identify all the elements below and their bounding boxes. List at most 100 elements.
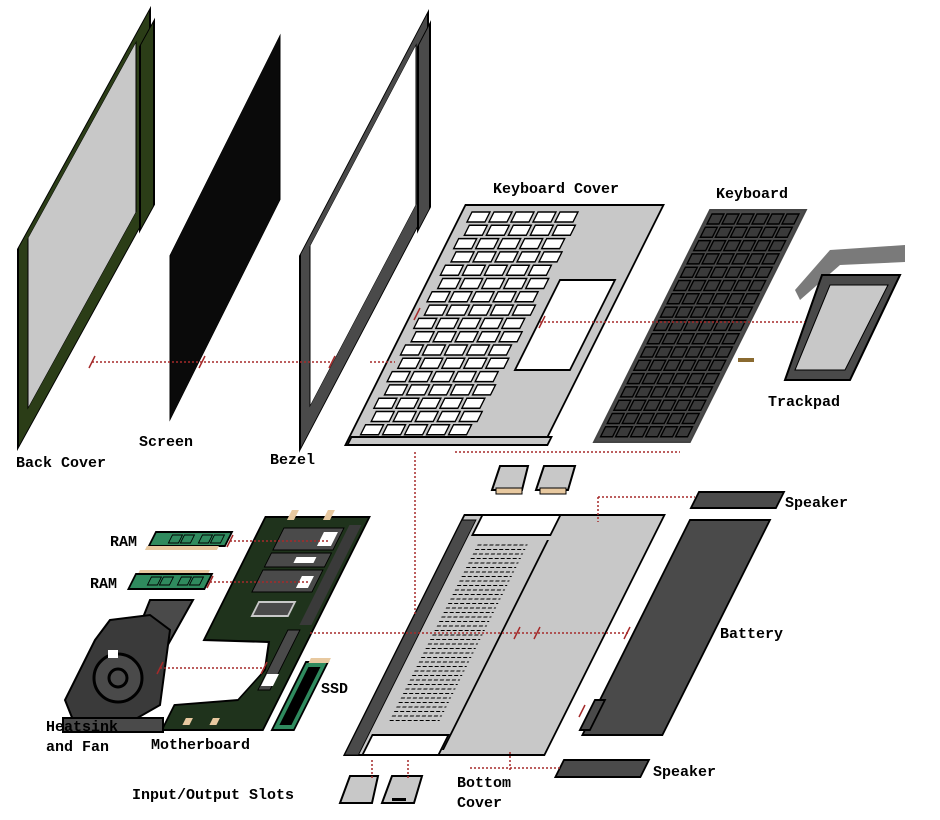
key: [463, 224, 489, 237]
screen-panel: [169, 33, 281, 422]
io-slot: [490, 465, 530, 495]
key: [677, 359, 697, 372]
fan-icon: [92, 652, 144, 704]
key: [700, 253, 721, 265]
key: [654, 346, 674, 358]
key: [527, 264, 553, 276]
key: [657, 399, 677, 411]
key: [497, 330, 524, 343]
key: [421, 344, 447, 356]
key: [732, 279, 752, 292]
key: [692, 239, 712, 252]
key: [639, 346, 659, 358]
key: [621, 412, 641, 425]
key: [681, 412, 701, 425]
key: [687, 279, 707, 292]
key: [540, 237, 566, 250]
key: [531, 211, 558, 223]
speaker-top: [689, 491, 786, 509]
key: [469, 291, 496, 303]
key: [719, 306, 739, 318]
label-io-slots: Input/Output Slots: [132, 787, 294, 804]
key: [629, 426, 649, 438]
key: [551, 224, 577, 237]
key: [642, 399, 662, 411]
key: [500, 317, 526, 330]
key: [423, 304, 449, 316]
key: [659, 306, 679, 318]
key: [381, 424, 407, 436]
key: [489, 304, 515, 316]
motherboard: [160, 510, 371, 731]
bottom-cover: [342, 514, 666, 756]
key: [599, 426, 619, 438]
key: [651, 412, 671, 425]
key: [612, 399, 632, 411]
key: [487, 211, 514, 223]
key: [641, 372, 661, 385]
key: [692, 359, 712, 372]
key: [511, 304, 537, 316]
back-cover: [17, 5, 155, 452]
key: [461, 264, 487, 276]
label-heatsink: Heatsink: [46, 719, 118, 736]
key: [690, 332, 711, 345]
key: [739, 266, 759, 278]
key: [710, 293, 731, 305]
key: [660, 332, 681, 345]
key: [665, 293, 686, 305]
ssd: [270, 658, 331, 731]
key: [425, 424, 451, 436]
key: [725, 293, 746, 305]
key: [485, 224, 511, 237]
key: [416, 397, 442, 409]
trackpad-opening: [513, 279, 617, 371]
key: [720, 332, 741, 345]
key: [632, 359, 652, 372]
key: [452, 370, 478, 383]
label-speaker-top: Speaker: [785, 495, 848, 512]
label-trackpad: Trackpad: [768, 394, 840, 411]
label-keyboard-cover: Keyboard Cover: [493, 181, 619, 198]
key: [513, 291, 540, 303]
key: [614, 426, 634, 438]
key: [702, 279, 722, 292]
key: [452, 237, 478, 250]
key: [705, 332, 726, 345]
key: [412, 317, 438, 330]
key: [465, 344, 491, 356]
io-slot: [380, 775, 424, 804]
key: [443, 344, 469, 356]
key: [483, 264, 509, 276]
key: [515, 251, 542, 263]
key: [509, 211, 536, 223]
key: [462, 357, 488, 370]
key: [649, 386, 669, 398]
key: [662, 359, 682, 372]
key: [674, 306, 694, 318]
key: [439, 264, 465, 276]
key: [667, 319, 687, 332]
key: [409, 330, 436, 343]
label-battery: Battery: [720, 626, 783, 643]
bezel: [299, 8, 431, 453]
key: [399, 344, 425, 356]
battery: [578, 519, 772, 736]
key: [606, 412, 626, 425]
key: [679, 266, 699, 278]
key: [730, 253, 751, 265]
key: [695, 293, 716, 305]
trackpad-cable: [795, 245, 905, 300]
key: [672, 399, 692, 411]
key: [484, 357, 510, 370]
leader-lines: [88, 307, 805, 778]
key: [414, 410, 440, 423]
key: [449, 384, 475, 396]
key: [674, 426, 694, 438]
key: [685, 253, 706, 265]
key: [754, 266, 774, 278]
key: [458, 410, 484, 423]
label-motherboard: Motherboard: [151, 737, 250, 754]
label-bezel: Bezel: [270, 452, 315, 469]
key: [636, 412, 656, 425]
